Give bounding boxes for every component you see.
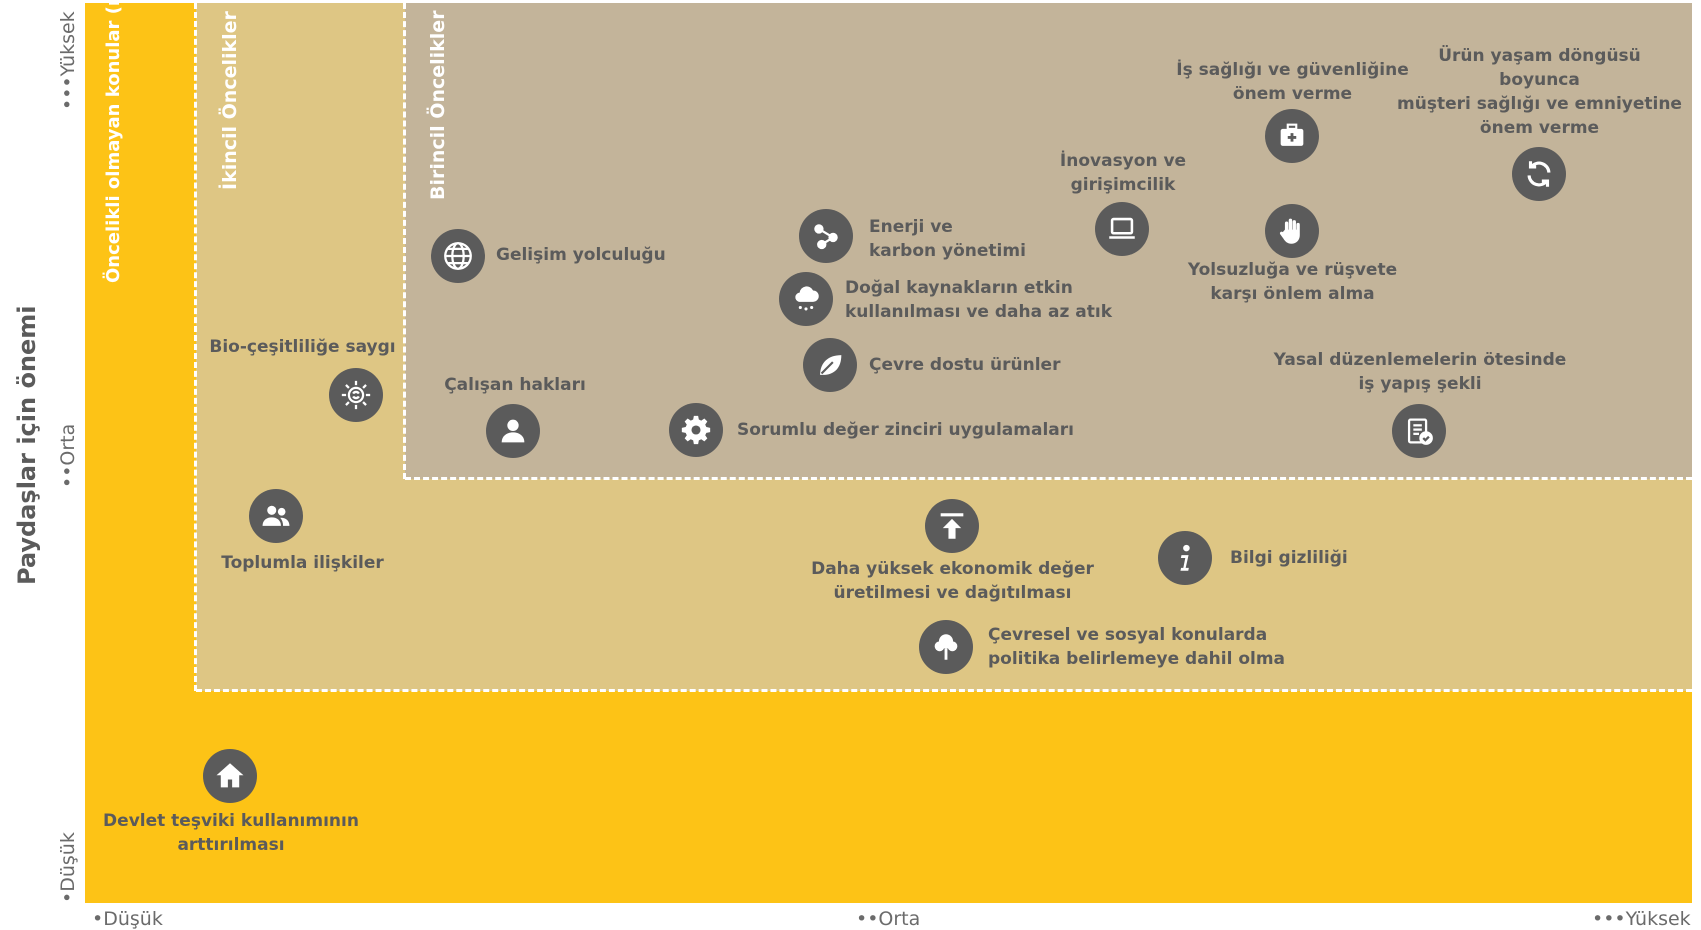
upload-arrow-icon [925,499,979,553]
item-label-politika: Çevresel ve sosyal konularda politika be… [988,625,1286,669]
item-label-inovasyon: İnovasyon ve girişimcilik [1059,151,1187,195]
sun-recycle-icon [329,368,383,422]
home-icon [203,749,257,803]
checklist-icon [1392,404,1446,458]
gear-icon [669,403,723,457]
y-axis-title: Paydaşlar için önemi [13,305,41,585]
y-tick-high: •••Yüksek [57,11,79,110]
x-tick-low: •Düşük [92,908,163,930]
item-label-enerji: Enerji ve karbon yönetimi [869,217,1026,261]
tree-icon [919,620,973,674]
y-tick-mid: ••Orta [57,423,79,488]
y-tick-low: •Düşük [57,832,79,903]
item-label-is-sagligi: İş sağlığı ve güvenliğine önem verme [1176,60,1409,104]
item-label-dogal: Doğal kaynakların etkin kullanılması ve … [845,278,1113,322]
leaf-icon [803,338,857,392]
rain-cloud-icon [779,272,833,326]
secondary-zone-label: İkincil Öncelikler [219,11,241,190]
item-label-devlet: Devlet teşviki kullanımının arttırılması [103,811,359,855]
item-label-bio: Bio-çeşitliliğe saygı [209,337,396,357]
molecule-icon [799,209,853,263]
non-priority-zone-label: Öncelikli olmayan konular (raporda yer a… [103,0,124,283]
item-label-toplum: Toplumla ilişkiler [221,553,384,573]
first-aid-icon [1265,109,1319,163]
refresh-icon [1512,147,1566,201]
item-label-sorumlu: Sorumlu değer zinciri uygulamaları [737,420,1074,440]
item-label-cevre-dostu: Çevre dostu ürünler [869,355,1061,375]
secondary-zone-bottom-border [196,689,1692,692]
primary-zone-left-border [403,3,406,479]
x-tick-high: •••Yüksek [1592,908,1691,930]
secondary-zone-left-border [194,3,197,691]
primary-priority-zone [405,3,1692,479]
primary-zone-label: Birincil Öncelikler [427,10,449,200]
item-label-urun: Ürün yaşam döngüsü boyunca müşteri sağlı… [1397,46,1682,138]
hand-stop-icon [1265,204,1319,258]
item-label-bilgi: Bilgi gizliliği [1230,548,1348,568]
person-icon [486,404,540,458]
item-label-calisan: Çalışan hakları [444,375,586,395]
people-icon [249,489,303,543]
primary-zone-bottom-border [405,477,1692,480]
item-label-ekonomik: Daha yüksek ekonomik değer üretilmesi ve… [811,559,1094,603]
item-label-gelisim: Gelişim yolculuğu [496,245,666,265]
globe-icon [431,229,485,283]
x-tick-mid: ••Orta [856,908,921,930]
info-icon [1158,531,1212,585]
item-label-yasal: Yasal düzenlemelerin ötesinde iş yapış ş… [1273,350,1567,394]
laptop-icon [1095,202,1149,256]
item-label-yolsuzluk: Yolsuzluğa ve rüşvete karşı önlem alma [1187,260,1398,304]
